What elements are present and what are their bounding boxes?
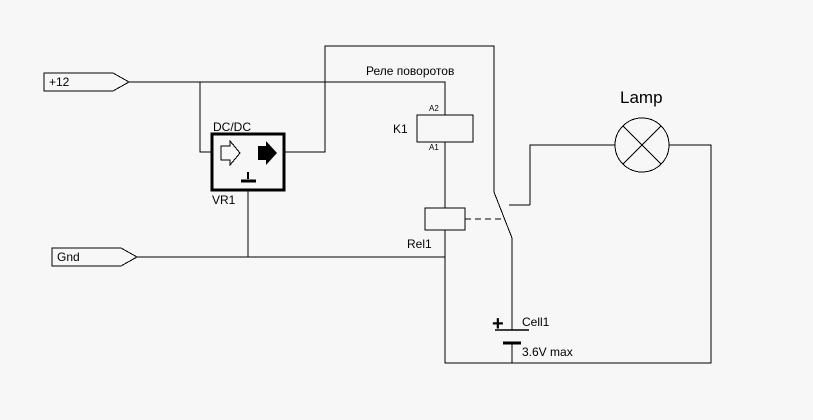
- cell: + Cell1 3.6V max: [492, 313, 573, 359]
- input-arrow-icon: [220, 139, 241, 167]
- relay-contact-ref: Rel1: [407, 237, 432, 251]
- ground-input-port: Gnd: [51, 247, 139, 267]
- relay-pin-a2: A2: [429, 104, 439, 113]
- power-port-label: +12: [49, 75, 70, 89]
- lamp-icon: [614, 117, 670, 173]
- cell-polarity-mark: +: [492, 313, 504, 335]
- dcdc-ref: VR1: [212, 193, 236, 207]
- ground-port-label: Gnd: [57, 250, 80, 264]
- dcdc-title: DC/DC: [213, 120, 251, 134]
- cell-ref: Cell1: [522, 315, 550, 329]
- dcdc-converter: DC/DC VR1: [210, 120, 286, 207]
- switch-blade: [493, 191, 513, 239]
- relay-caption: Реле поворотов: [366, 64, 454, 78]
- cell-rating: 3.6V max: [522, 345, 573, 359]
- relay-pin-a1: A1: [429, 143, 439, 152]
- power-input-port: +12: [43, 72, 131, 92]
- lamp-label: Lamp: [620, 88, 663, 107]
- output-arrow-icon: [258, 141, 277, 165]
- relay-contact-actuator: [424, 207, 466, 231]
- relay-coil: [416, 114, 474, 143]
- relay: Реле поворотов A2 A1 K1 Rel1: [366, 64, 530, 251]
- relay-coil-ref: K1: [393, 122, 408, 136]
- dcdc-converter-body: [210, 132, 286, 192]
- wires: [129, 45, 712, 364]
- lamp: Lamp: [614, 88, 670, 173]
